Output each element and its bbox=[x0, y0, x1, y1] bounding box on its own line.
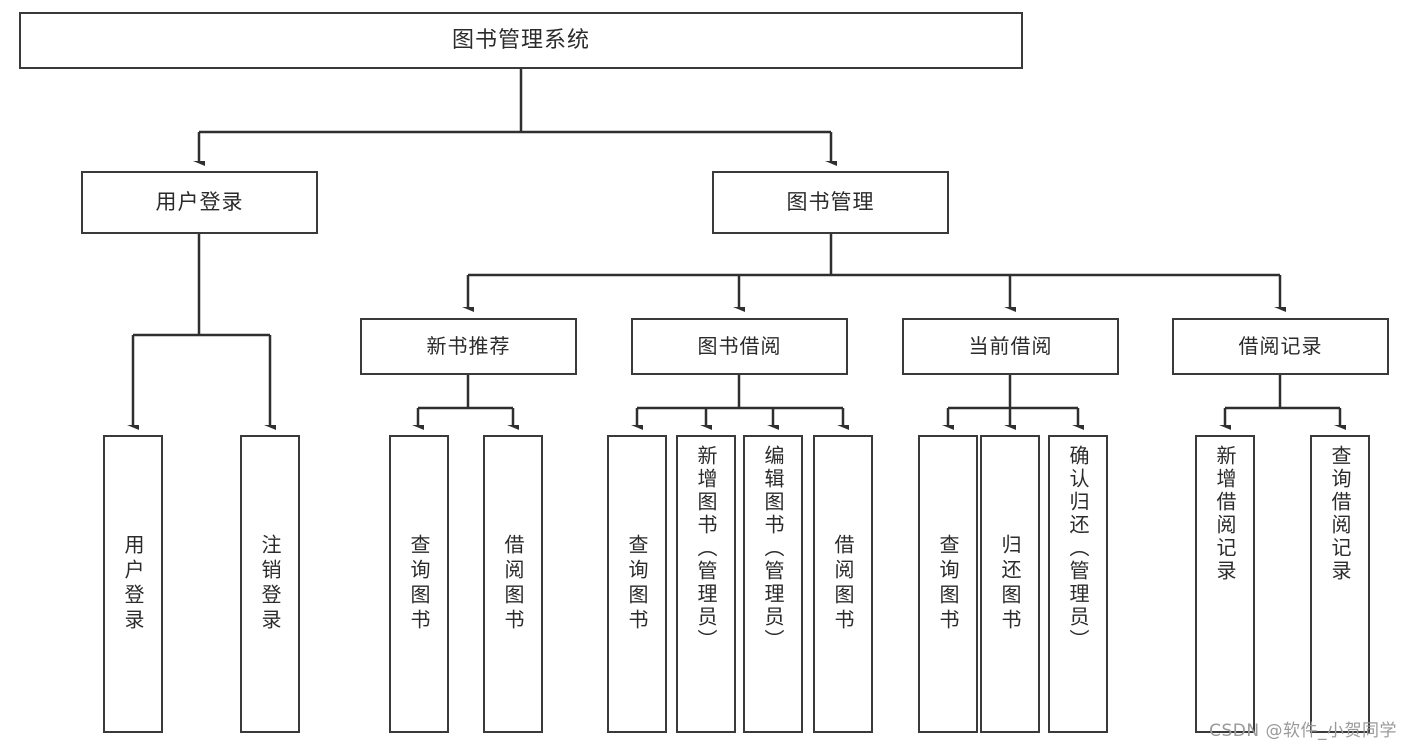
leaf-query-book-2-label: 查询图书 bbox=[625, 534, 649, 634]
leaf-return-book-label: 归还图书 bbox=[998, 534, 1022, 634]
node-borrow-record-label: 借阅记录 bbox=[1238, 334, 1323, 358]
leaf-borrow-book-1[interactable]: 借阅图书 bbox=[483, 435, 543, 733]
leaf-add-book-label: 新增图书（管理员） bbox=[694, 445, 718, 652]
node-book-borrow[interactable]: 图书借阅 bbox=[631, 318, 848, 375]
leaf-confirm-return[interactable]: 确认归还（管理员） bbox=[1048, 435, 1108, 733]
leaf-query-borrow-record[interactable]: 查询借阅记录 bbox=[1310, 435, 1370, 733]
leaf-query-book-3[interactable]: 查询图书 bbox=[918, 435, 978, 733]
leaf-query-book-2[interactable]: 查询图书 bbox=[607, 435, 667, 733]
leaf-borrow-book-2-label: 借阅图书 bbox=[831, 534, 855, 634]
leaf-return-book[interactable]: 归还图书 bbox=[980, 435, 1040, 733]
leaf-user-logout[interactable]: 注销登录 bbox=[240, 435, 300, 733]
leaf-user-logout-label: 注销登录 bbox=[258, 534, 282, 634]
leaf-borrow-book-2[interactable]: 借阅图书 bbox=[813, 435, 873, 733]
node-root-book-management-system[interactable]: 图书管理系统 bbox=[19, 12, 1023, 69]
leaf-edit-book[interactable]: 编辑图书（管理员） bbox=[743, 435, 803, 733]
leaf-query-book-1-label: 查询图书 bbox=[407, 534, 431, 634]
node-book-management-label: 图书管理 bbox=[786, 190, 875, 215]
leaf-query-borrow-record-label: 查询借阅记录 bbox=[1328, 445, 1352, 583]
leaf-user-login-label: 用户登录 bbox=[121, 534, 145, 634]
leaf-add-borrow-record-label: 新增借阅记录 bbox=[1213, 445, 1237, 583]
leaf-add-book[interactable]: 新增图书（管理员） bbox=[676, 435, 736, 733]
node-root-label: 图书管理系统 bbox=[451, 27, 590, 53]
leaf-query-book-1[interactable]: 查询图书 bbox=[389, 435, 449, 733]
node-user-login-label: 用户登录 bbox=[155, 190, 244, 215]
leaf-edit-book-label: 编辑图书（管理员） bbox=[761, 445, 785, 652]
leaf-borrow-book-1-label: 借阅图书 bbox=[501, 534, 525, 634]
leaf-query-book-3-label: 查询图书 bbox=[936, 534, 960, 634]
leaf-add-borrow-record[interactable]: 新增借阅记录 bbox=[1195, 435, 1255, 733]
node-current-borrow-label: 当前借阅 bbox=[968, 334, 1053, 358]
node-new-book-recommendation-label: 新书推荐 bbox=[426, 334, 511, 358]
node-current-borrow[interactable]: 当前借阅 bbox=[902, 318, 1119, 375]
node-book-management[interactable]: 图书管理 bbox=[712, 171, 949, 234]
leaf-user-login[interactable]: 用户登录 bbox=[103, 435, 163, 733]
node-borrow-record[interactable]: 借阅记录 bbox=[1172, 318, 1389, 375]
node-user-login[interactable]: 用户登录 bbox=[81, 171, 318, 234]
leaf-confirm-return-label: 确认归还（管理员） bbox=[1066, 445, 1090, 652]
node-new-book-recommendation[interactable]: 新书推荐 bbox=[360, 318, 577, 375]
node-book-borrow-label: 图书借阅 bbox=[697, 334, 782, 358]
